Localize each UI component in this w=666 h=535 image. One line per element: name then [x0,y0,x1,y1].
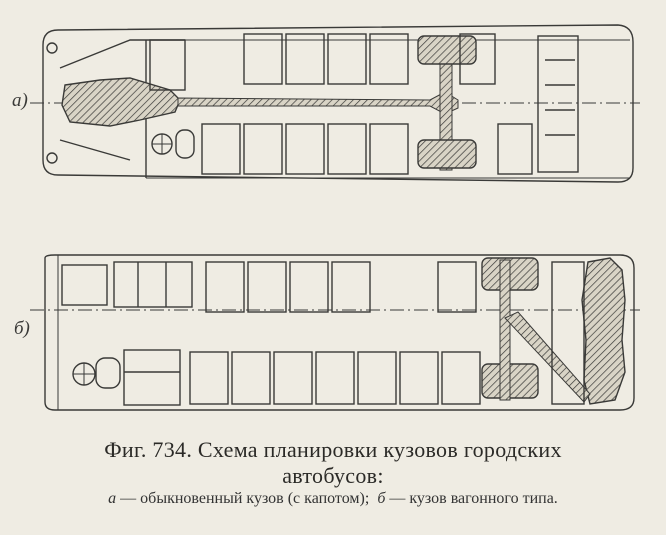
bus-a-seats-top [243,33,496,85]
bus-b-driveshaft [504,311,591,403]
bus-b-plan [30,254,640,411]
bus-layout-figure [30,24,640,411]
bus-b-rear-axle [499,259,511,401]
bus-a-steering-spokes [152,134,172,154]
bus-a-body-outline [42,24,634,183]
bus-a-front-door [149,39,186,91]
bus-b-body-outline [44,254,635,411]
figure-legend: а — обыкновенный кузов (с капотом); б — … [0,490,666,508]
bus-b-rear-bench [551,261,585,405]
bus-a-rear-wheel-bottom [417,139,477,169]
bus-a-driveshaft [177,91,459,115]
legend-a-key: а [108,490,117,507]
bus-a-label: а) [12,90,28,111]
legend-b-text: — кузов вагонного типа. [385,490,558,507]
bus-a-rear-bench [537,35,579,173]
bus-a-plan [30,24,640,183]
figure-caption: Фиг. 734. Схема планировки кузовов город… [0,437,666,489]
legend-a-text: — обыкновенный кузов (с капотом); [116,490,370,507]
bus-b-engine [581,257,626,405]
bus-a-headlamp-bottom [46,152,58,164]
bus-b-steering-spokes [73,363,95,385]
legend-b-key: б [377,490,386,507]
bus-a-headlamp-top [46,42,58,54]
caption-title-line2: автобусов: [282,463,384,488]
bus-b-seats-bottom [123,349,481,406]
bus-b-driver-seat [95,357,121,389]
bus-a-engine [61,77,181,127]
caption-title-line1: Фиг. 734. Схема планировки кузовов город… [104,437,562,462]
bus-a-rear-wheel-top [417,35,477,65]
bus-a-seats-bottom [201,123,533,175]
bus-a-driver-seat [175,129,195,159]
bus-b-front-door [61,264,108,306]
bus-b-seats-top [113,261,477,313]
bus-b-label: б) [14,318,30,339]
